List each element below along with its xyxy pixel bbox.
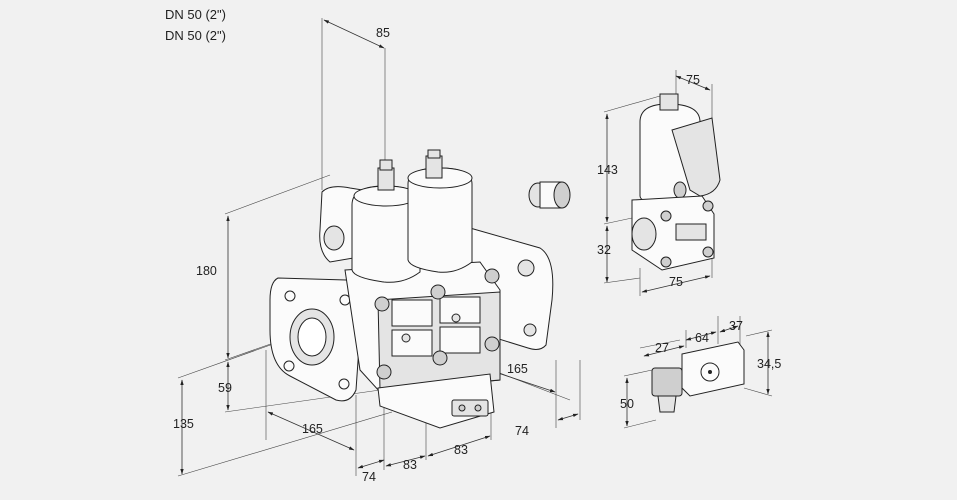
dim-74-front: 74 bbox=[362, 470, 376, 484]
cable-gland bbox=[528, 181, 571, 209]
dim-27: 27 bbox=[655, 341, 669, 355]
dim-59: 59 bbox=[218, 381, 232, 395]
dim-50: 50 bbox=[620, 397, 634, 411]
dim-32: 32 bbox=[597, 243, 611, 257]
dim-74-side: 74 bbox=[515, 424, 529, 438]
dim-34-5: 34,5 bbox=[757, 357, 781, 371]
dim-135: 135 bbox=[173, 417, 194, 431]
main-valve-drawing bbox=[177, 18, 581, 477]
header-line-2: DN 50 (2") bbox=[165, 28, 226, 43]
dim-83-left: 83 bbox=[403, 458, 417, 472]
dim-75-top: 75 bbox=[686, 73, 700, 87]
dim-64: 64 bbox=[695, 331, 709, 345]
dim-75-bottom: 75 bbox=[669, 275, 683, 289]
side-valve-drawing bbox=[603, 70, 721, 296]
dim-143: 143 bbox=[597, 163, 618, 177]
header-line-1: DN 50 (2") bbox=[165, 7, 226, 22]
dim-37: 37 bbox=[729, 319, 743, 333]
dim-85: 85 bbox=[376, 26, 390, 40]
plug-detail-drawing bbox=[623, 316, 773, 429]
dim-165-front: 165 bbox=[302, 422, 323, 436]
dim-180: 180 bbox=[196, 264, 217, 278]
dimension-labels: 85 180 59 135 165 74 83 83 165 74 75 143… bbox=[173, 26, 781, 484]
dim-83-right: 83 bbox=[454, 443, 468, 457]
dim-165-side: 165 bbox=[507, 362, 528, 376]
